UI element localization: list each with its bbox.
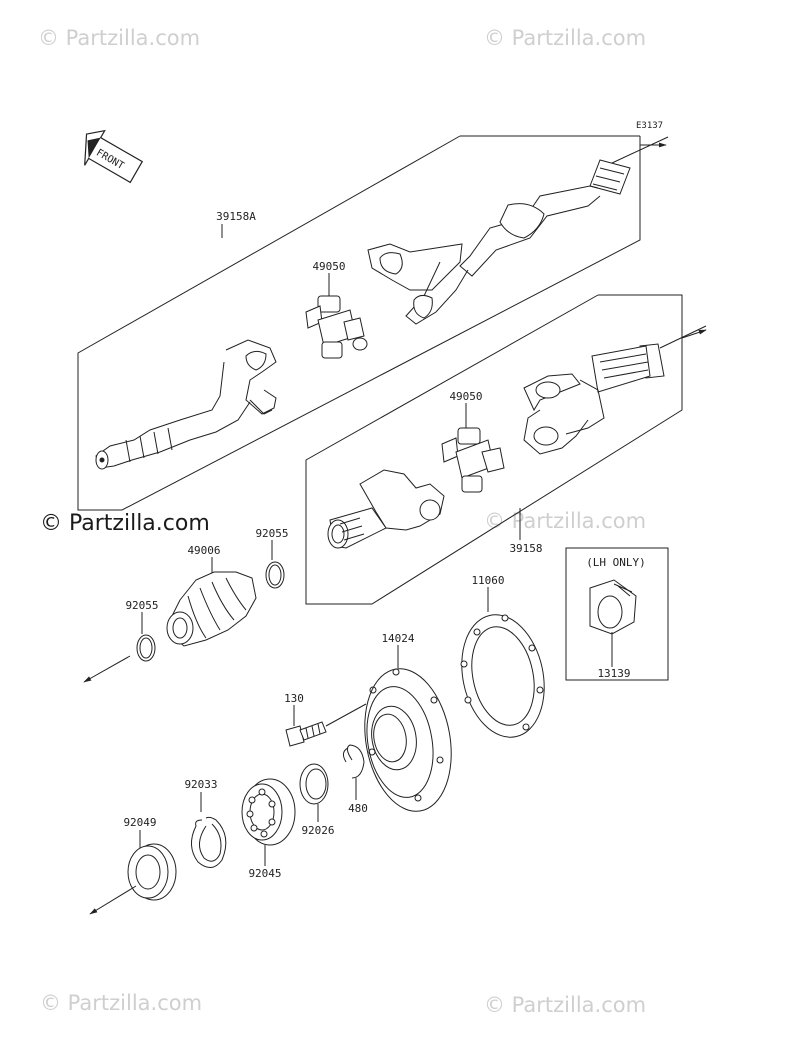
watermark-mid-right: © Partzilla.com [484, 509, 647, 533]
o-ring-92055-right [265, 540, 285, 589]
label-92055-left: 92055 [125, 599, 158, 612]
circlip-92033 [191, 792, 227, 868]
shaft-39158-frame [305, 294, 707, 605]
oil-seal-92049 [89, 830, 177, 915]
label-13139: 13139 [597, 667, 630, 680]
inboard-yoke-stub [327, 469, 445, 549]
shaft-39158a-frame [77, 135, 669, 511]
universal-joint-49050-upper [305, 273, 368, 359]
spacer-92026 [299, 763, 329, 822]
cover-14024 [364, 645, 452, 812]
watermark-bottom-right: © Partzilla.com [484, 993, 647, 1017]
lh-only-label: (LH ONLY) [586, 556, 646, 569]
bolt-130 [285, 703, 367, 747]
front-arrow-icon: FRONT [84, 129, 144, 184]
lh-only-box [565, 547, 669, 681]
inboard-axle-shaft [523, 343, 665, 455]
label-49006: 49006 [187, 544, 220, 557]
label-14024: 14024 [381, 632, 414, 645]
diagram-code: E3137 [636, 121, 663, 131]
outboard-axle-shaft [367, 159, 631, 325]
watermark-top-left: © Partzilla.com [38, 26, 201, 50]
universal-joint-49050-lower [441, 403, 505, 493]
cv-boot-49006 [166, 557, 257, 647]
label-92045: 92045 [248, 867, 281, 880]
label-39158a: 39158A [216, 210, 256, 223]
label-92026: 92026 [301, 824, 334, 837]
watermark-mid-left: © Partzilla.com [40, 511, 210, 536]
label-92033: 92033 [184, 778, 217, 791]
label-11060: 11060 [471, 574, 504, 587]
label-92055-right: 92055 [255, 527, 288, 540]
label-49050-lower: 49050 [449, 390, 482, 403]
label-39158: 39158 [509, 542, 542, 555]
o-ring-92055-left [83, 612, 156, 683]
label-480: 480 [348, 802, 368, 815]
watermark-top-right: © Partzilla.com [484, 26, 647, 50]
watermark-bottom-left: © Partzilla.com [40, 991, 203, 1015]
inner-stub-axle [95, 339, 277, 470]
label-92049: 92049 [123, 816, 156, 829]
label-49050-upper: 49050 [312, 260, 345, 273]
ball-bearing-92045 [241, 778, 296, 866]
circlip-480 [342, 744, 365, 800]
gasket-11060 [460, 587, 545, 738]
label-130: 130 [284, 692, 304, 705]
